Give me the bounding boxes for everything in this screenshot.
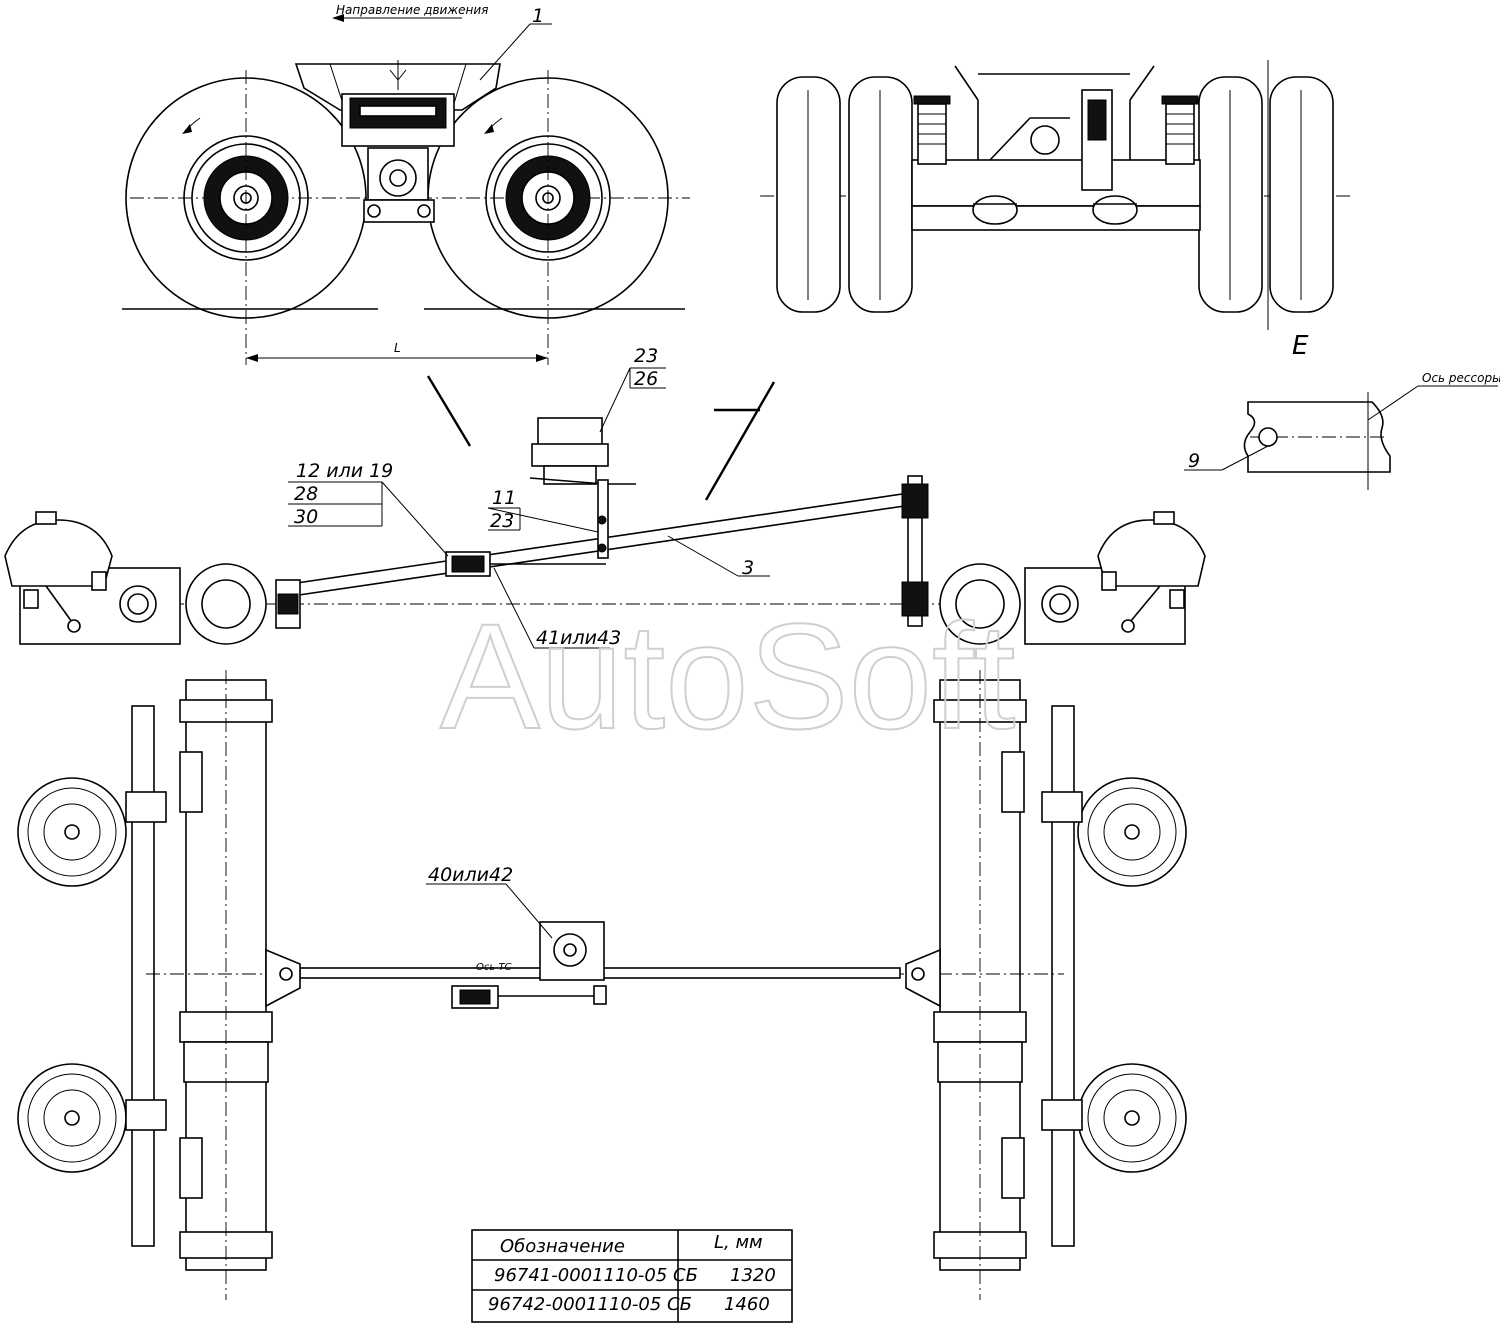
table-row-1-designation: 96741-0001110-05 СБ — [494, 1265, 698, 1286]
table-row-1-length: 1320 — [730, 1265, 776, 1286]
callout-41-43: 41или43 — [536, 627, 621, 649]
brake-chamber-top-left — [17, 751, 203, 887]
brake-chamber-bottom-right — [1001, 1063, 1187, 1199]
callout-1: 1 — [532, 5, 544, 27]
callout-30: 30 — [294, 506, 318, 528]
section-view: 3 23 26 11 23 12 или 19 28 30 41или43 — [4, 345, 1206, 649]
plan-view: Ось ТС 40или42 — [17, 670, 1187, 1300]
callout-9: 9 — [1188, 450, 1200, 472]
brake-chamber-top-right — [1001, 751, 1187, 887]
rear-view: Е — [760, 60, 1350, 361]
spring-axis-label: Ось рессоры — [1422, 371, 1500, 385]
callout-23-bottom: 23 — [490, 510, 514, 532]
designation-table: Обозначение L, мм 96741-0001110-05 СБ 13… — [471, 1229, 793, 1323]
direction-label: Направление движения — [336, 3, 488, 17]
table-header-designation: Обозначение — [500, 1236, 625, 1257]
table-row-2-length: 1460 — [724, 1294, 770, 1315]
dimension-label: L — [394, 341, 401, 355]
spring-axis-detail: Ось рессоры 9 — [1184, 371, 1500, 490]
side-view: Направление движения — [122, 3, 690, 365]
callout-3: 3 — [742, 557, 754, 579]
suspension-bracket — [294, 60, 501, 223]
callout-26: 26 — [634, 368, 658, 390]
callout-40-42: 40или42 — [428, 864, 513, 886]
table-header-length: L, мм — [714, 1232, 763, 1253]
vehicle-axis-label: Ось ТС — [476, 962, 512, 973]
right-wheel — [427, 70, 669, 365]
callout-11: 11 — [492, 487, 516, 509]
callout-28: 28 — [294, 483, 318, 505]
callout-23-top: 23 — [634, 345, 658, 367]
view-label: Е — [1292, 331, 1309, 361]
brake-chamber-bottom-left — [17, 1063, 203, 1199]
table-row-2-designation: 96742-0001110-05 СБ — [488, 1294, 692, 1315]
watermark: AutoSoft — [440, 592, 1015, 760]
callout-12-19: 12 или 19 — [296, 460, 393, 482]
left-wheel — [125, 70, 367, 365]
